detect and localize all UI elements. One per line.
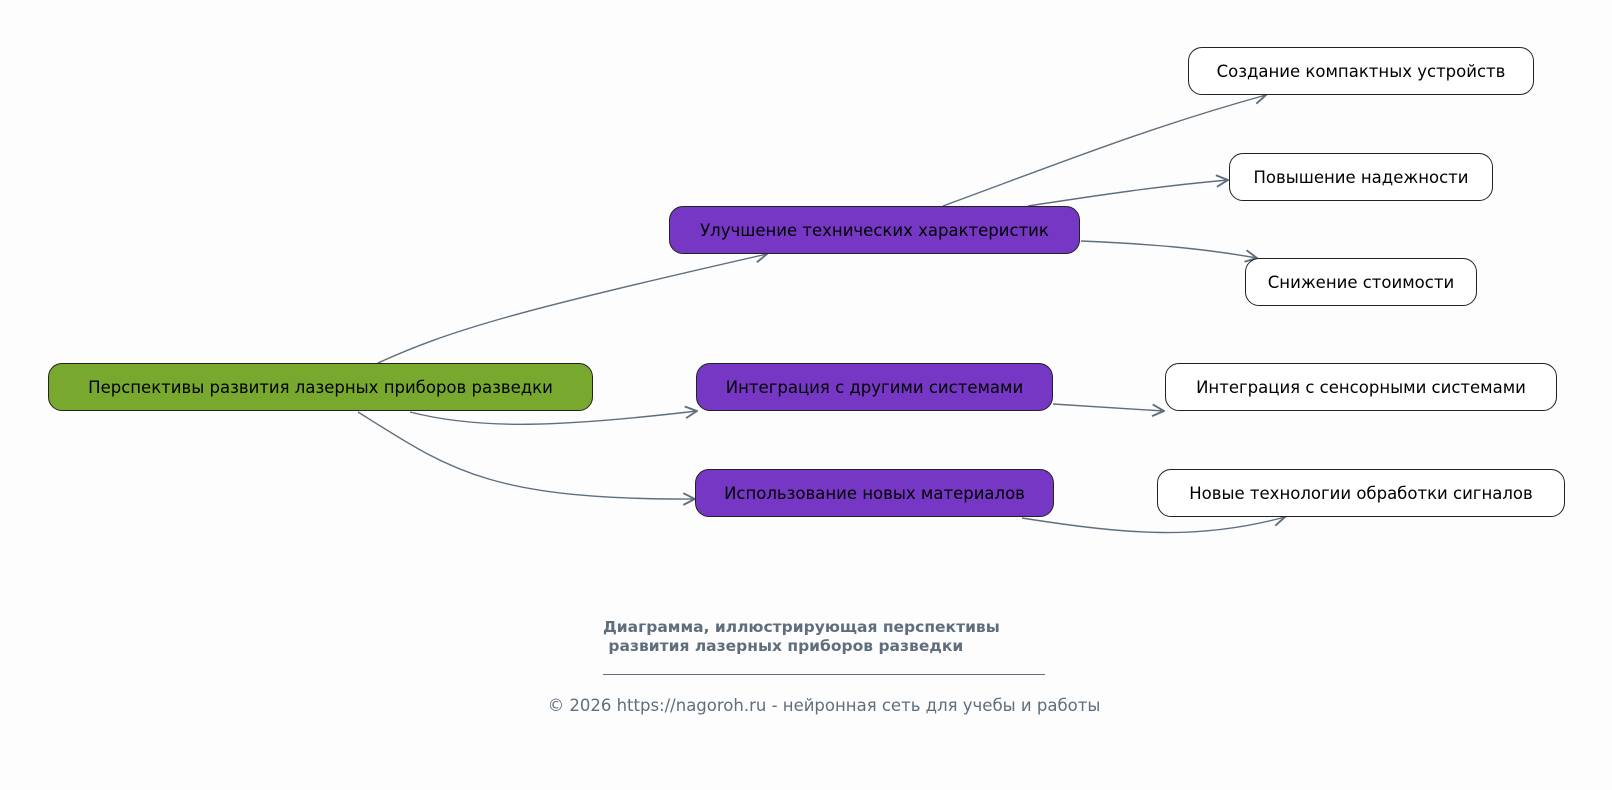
branch-node-label: Улучшение технических характеристик xyxy=(700,220,1049,240)
caption-line-1: Диаграмма, иллюстрирующая перспективы xyxy=(603,618,1000,636)
branch-node-label: Использование новых материалов xyxy=(724,483,1025,503)
leaf-node-label: Интеграция с сенсорными системами xyxy=(1196,377,1526,397)
leaf-node-label: Создание компактных устройств xyxy=(1216,61,1506,81)
footer-copyright: © 2026 https://nagoroh.ru - нейронная се… xyxy=(547,696,1101,715)
edge-b3-to-l5 xyxy=(1021,517,1285,534)
leaf-node-label: Снижение стоимости xyxy=(1267,272,1455,292)
root-node-label: Перспективы развития лазерных приборов р… xyxy=(88,377,553,397)
leaf-node-signal-processing[interactable]: Новые технологии обработки сигналов xyxy=(1157,469,1565,517)
branch-node-new-materials[interactable]: Использование новых материалов xyxy=(695,469,1054,517)
edge-b1-to-l2 xyxy=(1027,180,1228,207)
caption-line-2: развития лазерных приборов разведки xyxy=(603,637,964,655)
edge-root-to-b2 xyxy=(409,411,697,425)
leaf-node-reliability[interactable]: Повышение надежности xyxy=(1229,153,1493,201)
leaf-node-sensor-integration[interactable]: Интеграция с сенсорными системами xyxy=(1165,363,1557,411)
edge-root-to-b1 xyxy=(377,254,767,364)
leaf-node-label: Новые технологии обработки сигналов xyxy=(1189,483,1533,503)
branch-node-technical-characteristics[interactable]: Улучшение технических характеристик xyxy=(669,206,1080,254)
edge-root-to-b3 xyxy=(357,411,695,499)
edge-b1-to-l1 xyxy=(942,95,1266,207)
branch-node-label: Интеграция с другими системами xyxy=(725,377,1024,397)
diagram-caption: Диаграмма, иллюстрирующая перспективы ра… xyxy=(603,618,1000,656)
root-node[interactable]: Перспективы развития лазерных приборов р… xyxy=(48,363,593,411)
leaf-node-cost-reduction[interactable]: Снижение стоимости xyxy=(1245,258,1477,306)
caption-divider xyxy=(603,674,1045,675)
edge-b1-to-l3 xyxy=(1080,240,1257,258)
leaf-node-label: Повышение надежности xyxy=(1253,167,1469,187)
branch-node-integration[interactable]: Интеграция с другими системами xyxy=(696,363,1053,411)
leaf-node-compact-devices[interactable]: Создание компактных устройств xyxy=(1188,47,1534,95)
edge-b2-to-l4 xyxy=(1052,403,1164,411)
